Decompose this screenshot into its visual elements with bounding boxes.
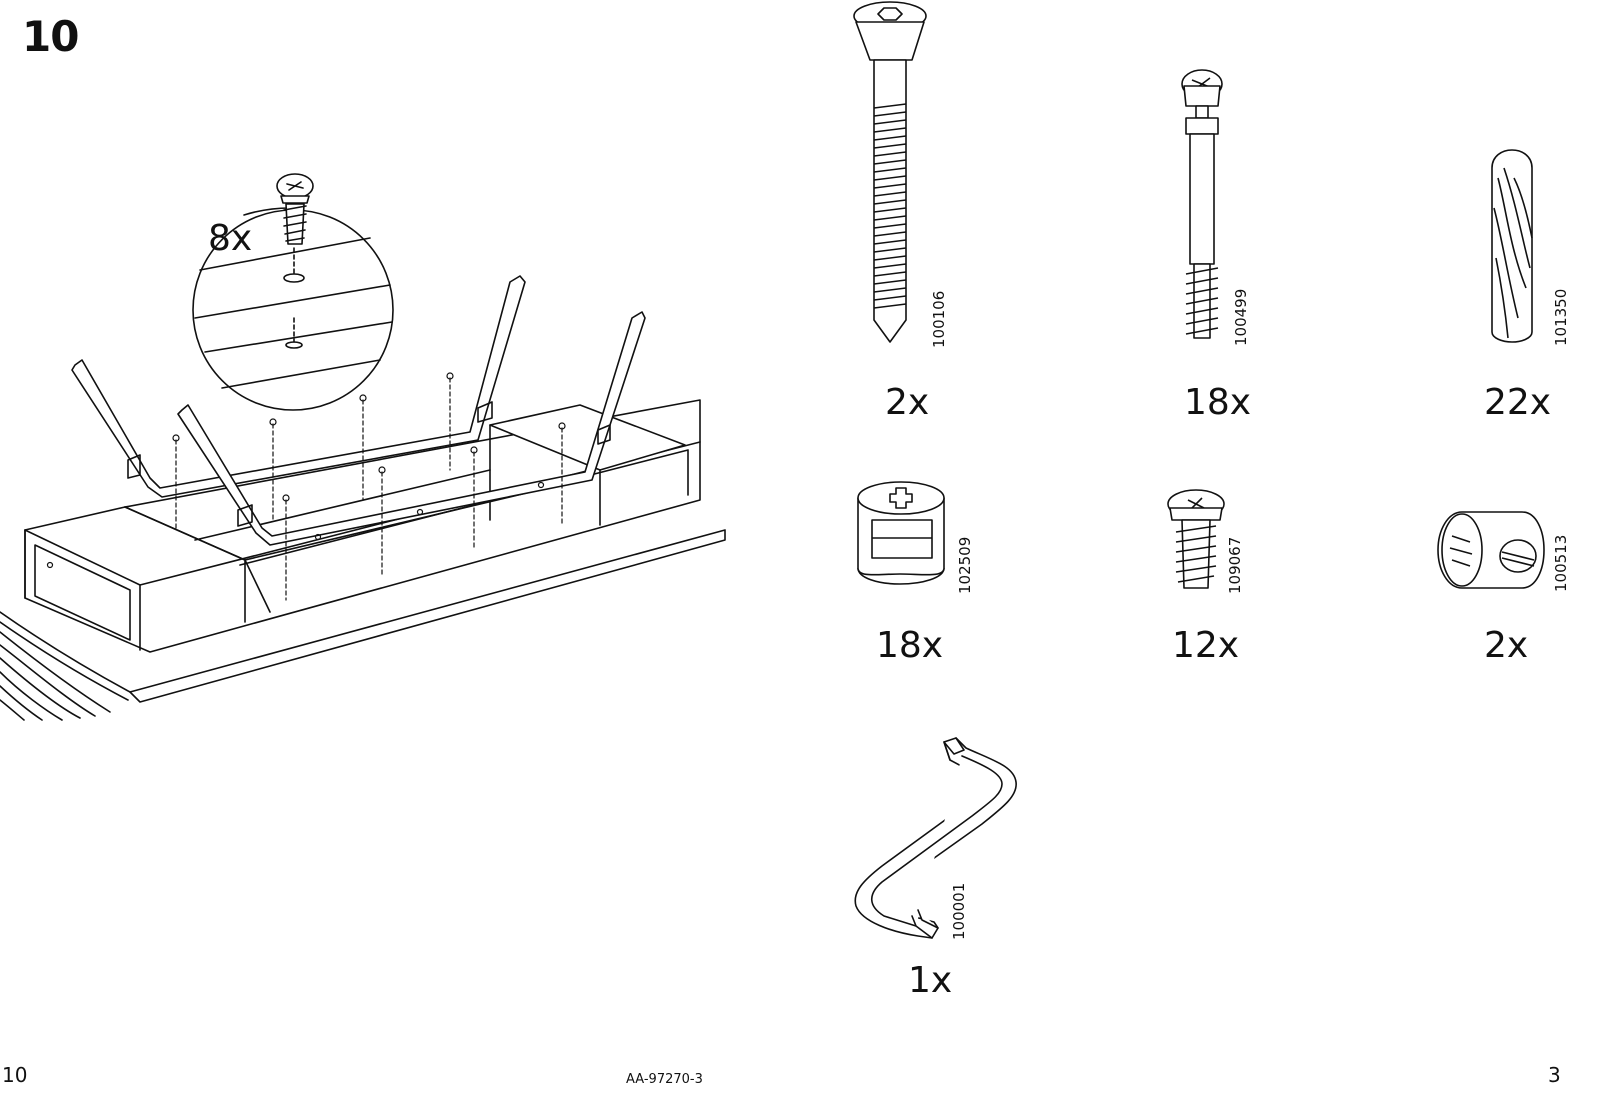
part-quantity: 18x [1184, 382, 1252, 423]
part-code: 102509 [956, 536, 974, 594]
cam-lock-icon [852, 478, 952, 586]
part-code: 101350 [1552, 288, 1570, 346]
part-quantity: 22x [1484, 382, 1552, 423]
wooden-dowel-icon [1488, 148, 1544, 344]
left-page-number: 10 [2, 1063, 28, 1087]
part-code: 100106 [930, 290, 948, 348]
right-page-number: 3 [1548, 1063, 1561, 1087]
part-quantity: 18x [876, 625, 944, 666]
document-code: AA-97270-3 [626, 1072, 703, 1087]
part-code: 100513 [1552, 534, 1570, 592]
detail-quantity: 8x [208, 218, 253, 259]
part-code: 100001 [950, 882, 968, 940]
pan-head-screw-icon [1166, 488, 1228, 594]
part-code: 100499 [1232, 288, 1250, 346]
barrel-nut-icon [1432, 506, 1548, 592]
countersunk-bolt-icon [852, 0, 932, 345]
step-number: 10 [22, 12, 79, 61]
part-quantity: 12x [1172, 625, 1240, 666]
part-quantity: 1x [908, 960, 953, 1001]
assembly-illustration [0, 0, 740, 740]
part-code: 109067 [1226, 536, 1244, 594]
part-quantity: 2x [1484, 625, 1529, 666]
part-quantity: 2x [885, 382, 930, 423]
cam-dowel-icon [1172, 68, 1232, 346]
allen-key-icon [852, 736, 1022, 941]
